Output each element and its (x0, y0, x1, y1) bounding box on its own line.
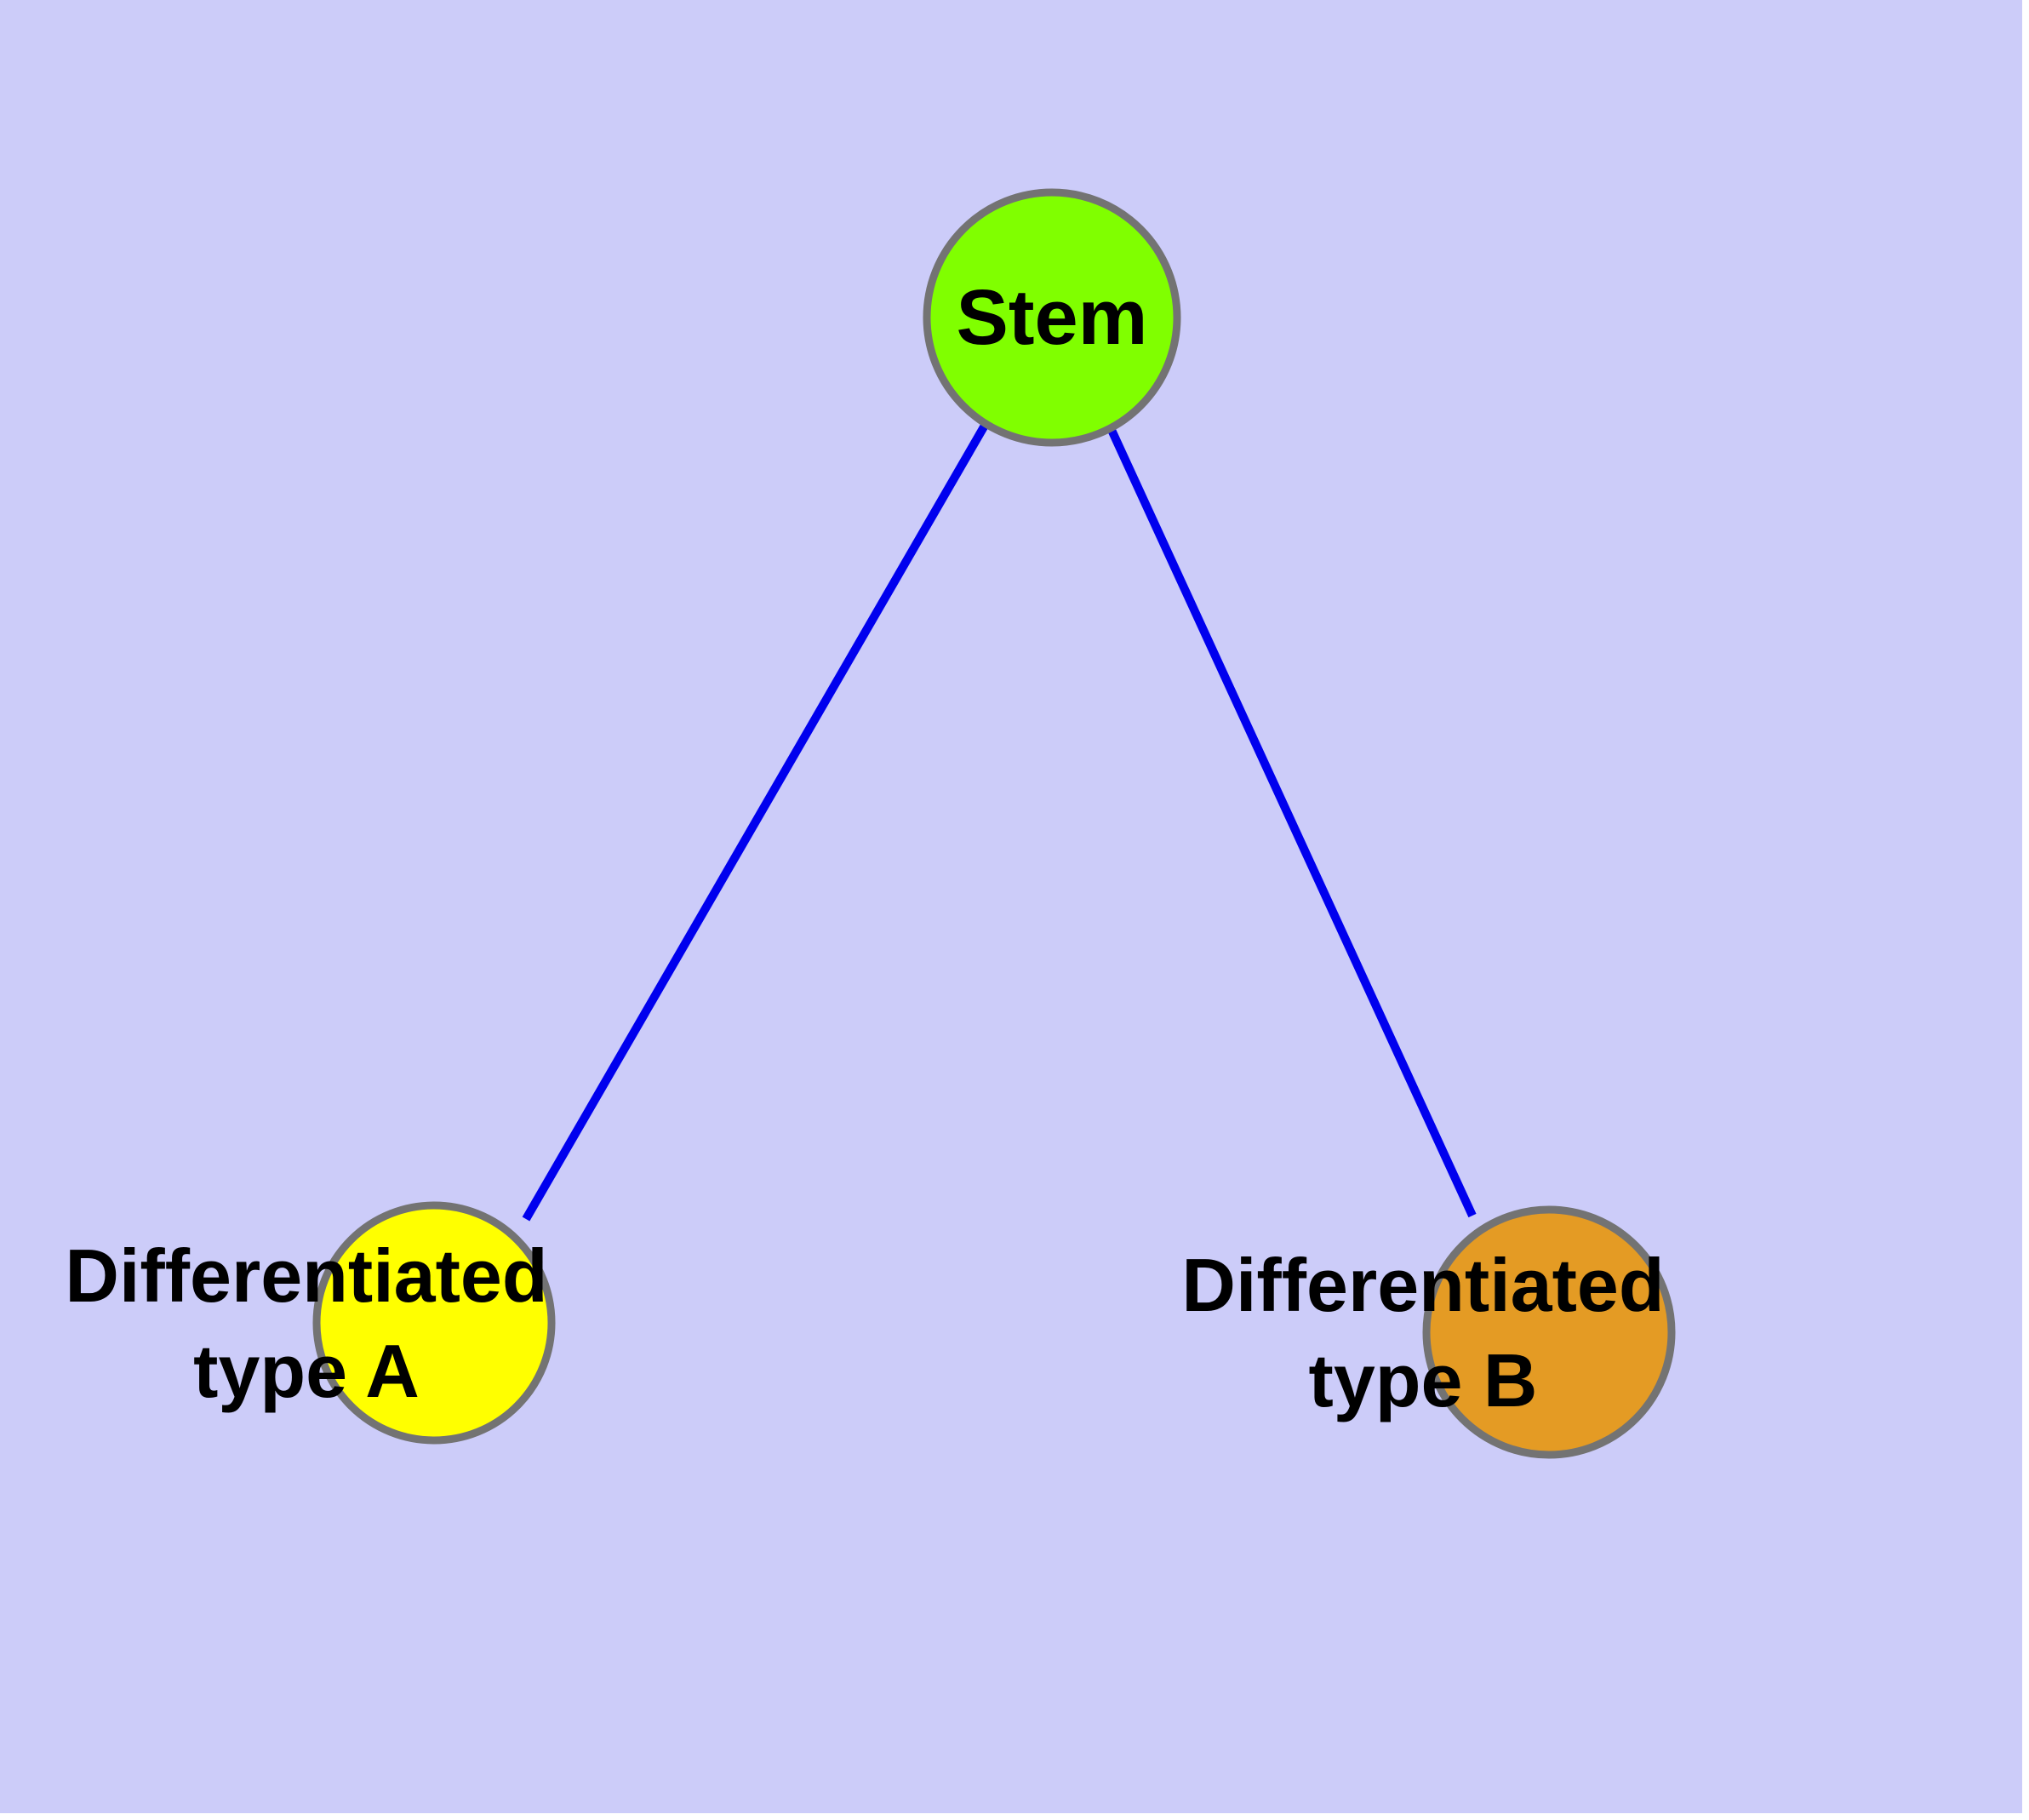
edge-stem-to-diff_a[interactable] (522, 421, 990, 1222)
node-label-line: Stem (957, 274, 1148, 361)
node-label-line: Differentiated (1181, 1243, 1664, 1327)
node-label-line: Differentiated (65, 1233, 547, 1318)
node-label-line: type B (1309, 1338, 1538, 1422)
node-diff_a[interactable] (312, 1201, 556, 1445)
node-stem[interactable] (923, 188, 1181, 447)
node-label-diff_a: Differentiated type A (65, 1233, 547, 1413)
node-label-diff_b: Differentiated type B (1181, 1243, 1664, 1422)
node-label-line: type A (193, 1329, 420, 1413)
node-label-stem: Stem (957, 274, 1148, 361)
nodes-layer (312, 188, 1676, 1459)
edges-layer (522, 416, 1477, 1222)
node-diff_b[interactable] (1422, 1205, 1676, 1459)
edge-stem-to-diff_b[interactable] (1102, 416, 1477, 1218)
